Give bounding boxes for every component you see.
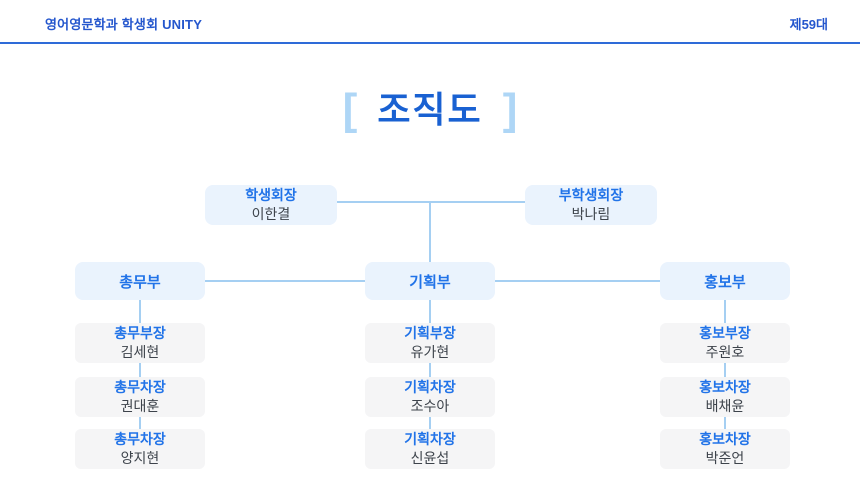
title-bracket-right: ] xyxy=(502,85,518,134)
org-node-member: 기획차장 신윤섭 xyxy=(365,429,495,469)
org-node-member: 기획부장 유가현 xyxy=(365,323,495,363)
node-role: 기획차장 xyxy=(404,431,456,447)
org-node-member: 총무차장 권대훈 xyxy=(75,377,205,417)
org-node-member: 기획차장 조수아 xyxy=(365,377,495,417)
node-role: 홍보부장 xyxy=(699,325,751,341)
node-name: 권대훈 xyxy=(120,398,160,414)
org-node-dept-general-affairs: 총무부 xyxy=(75,262,205,300)
node-role: 홍보차장 xyxy=(699,379,751,395)
node-name: 신윤섭 xyxy=(410,450,450,466)
node-role: 부학생회장 xyxy=(558,187,624,203)
node-name: 유가현 xyxy=(410,344,450,360)
org-node-dept-planning: 기획부 xyxy=(365,262,495,300)
org-node-member: 홍보부장 주원호 xyxy=(660,323,790,363)
title-text: 조직도 xyxy=(377,89,483,130)
title-bracket-left: [ xyxy=(342,85,358,134)
node-role: 학생회장 xyxy=(245,187,297,203)
node-name: 조수아 xyxy=(410,398,450,414)
node-role: 총무차장 xyxy=(114,379,166,395)
connector-col1 xyxy=(139,300,141,323)
org-node-vice-president: 부학생회장 박나림 xyxy=(525,185,657,225)
connector-col2 xyxy=(429,363,431,377)
node-name: 양지현 xyxy=(120,450,160,466)
dept-label: 홍보부 xyxy=(704,273,746,291)
page-header: 영어영문학과 학생회 UNITY 제59대 xyxy=(0,0,860,44)
node-name: 김세현 xyxy=(120,344,160,360)
org-node-president: 학생회장 이한결 xyxy=(205,185,337,225)
org-node-member: 홍보차장 박준언 xyxy=(660,429,790,469)
node-name: 배채윤 xyxy=(705,398,745,414)
node-name: 이한결 xyxy=(251,206,291,222)
connector-col2 xyxy=(429,300,431,323)
dept-label: 기획부 xyxy=(409,273,451,291)
connector-col1 xyxy=(139,363,141,377)
header-term-badge: 제59대 xyxy=(789,17,828,32)
connector-col1 xyxy=(139,417,141,429)
header-org-title: 영어영문학과 학생회 UNITY xyxy=(45,17,203,32)
org-node-dept-publicity: 홍보부 xyxy=(660,262,790,300)
connector-dept-right xyxy=(495,280,660,282)
connector-dept-left xyxy=(205,280,365,282)
connector-trunk xyxy=(429,201,431,262)
org-node-member: 총무부장 김세현 xyxy=(75,323,205,363)
node-role: 기획부장 xyxy=(404,325,456,341)
page-title: [ 조직도 ] xyxy=(0,88,860,132)
node-role: 총무차장 xyxy=(114,431,166,447)
org-node-member: 총무차장 양지현 xyxy=(75,429,205,469)
node-role: 홍보차장 xyxy=(699,431,751,447)
connector-col2 xyxy=(429,417,431,429)
org-node-member: 홍보차장 배채윤 xyxy=(660,377,790,417)
connector-col3 xyxy=(724,363,726,377)
dept-label: 총무부 xyxy=(119,273,161,291)
connector-leaders xyxy=(337,201,525,203)
node-role: 기획차장 xyxy=(404,379,456,395)
connector-col3 xyxy=(724,300,726,323)
node-name: 주원호 xyxy=(705,344,745,360)
node-role: 총무부장 xyxy=(114,325,166,341)
node-name: 박준언 xyxy=(705,450,745,466)
connector-col3 xyxy=(724,417,726,429)
node-name: 박나림 xyxy=(571,206,611,222)
